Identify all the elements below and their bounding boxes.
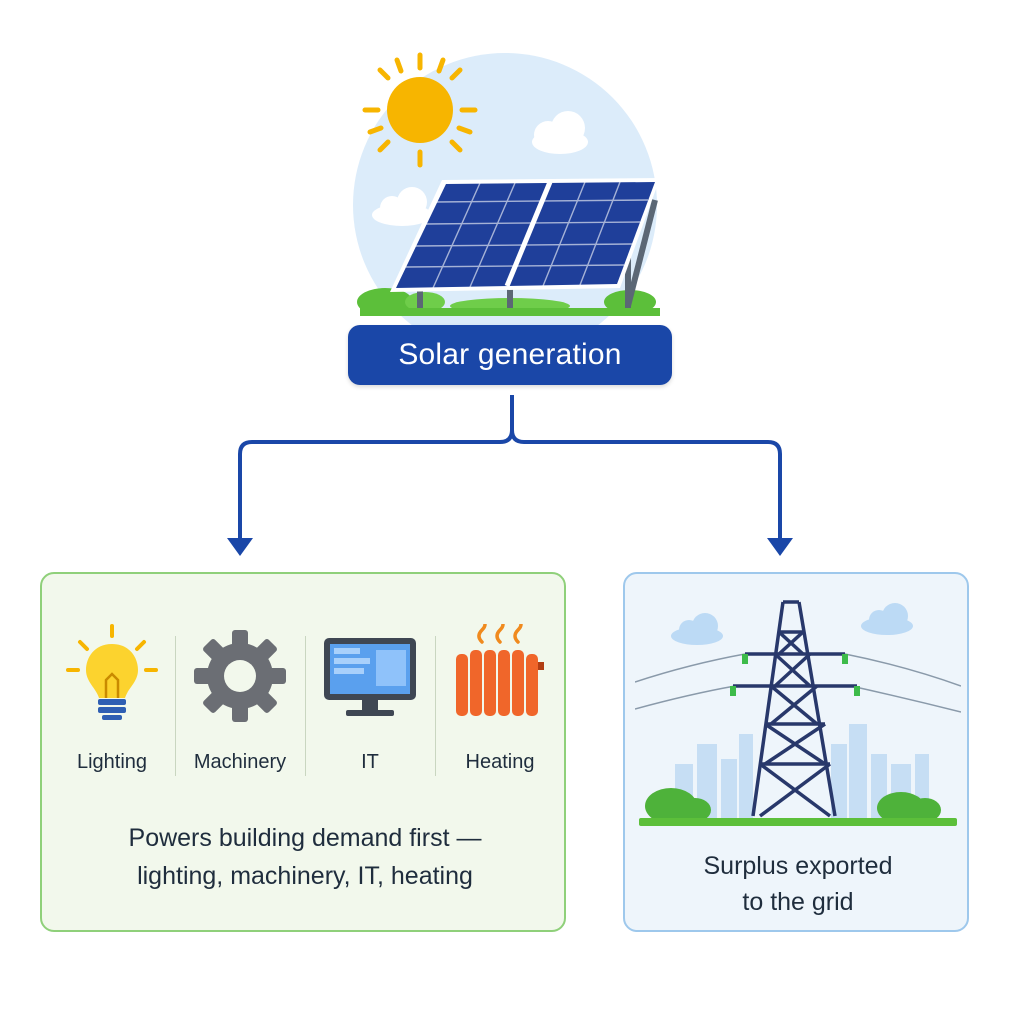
load-it: IT [305, 614, 435, 784]
pylon [733, 600, 857, 818]
divider [175, 636, 176, 776]
cloud-icon [372, 187, 432, 226]
building-demand-line-2: lighting, machinery, IT, heating [137, 862, 473, 890]
arrowhead-building [227, 538, 253, 556]
cloud-icon [861, 603, 913, 635]
lightbulb-icon [66, 624, 158, 720]
bushes [645, 788, 941, 824]
solar-generation-label: Solar generation [348, 325, 672, 385]
divider [435, 636, 436, 776]
computer-monitor-icon [324, 638, 416, 716]
load-label-it: IT [361, 751, 379, 773]
load-label-lighting: Lighting [76, 751, 148, 773]
gear-icon [194, 630, 286, 722]
grid-export-line-1: Surplus exported [703, 852, 893, 880]
connector-to-grid [510, 429, 782, 540]
load-label-heating: Heating [465, 751, 535, 773]
transmission-tower-icon [635, 600, 961, 826]
solar-panel-icon [390, 178, 660, 292]
building-demand-line-1: Powers building demand first — [128, 824, 482, 852]
load-heating: Heating [435, 614, 565, 784]
building-demand-description: Powers building demand first — lighting,… [62, 819, 548, 895]
connector-to-building [238, 395, 514, 540]
sun-icon [362, 52, 478, 168]
grid-export-description: Surplus exported to the grid [635, 848, 961, 920]
load-machinery: Machinery [175, 614, 305, 784]
radiator-icon [456, 624, 544, 716]
arrowhead-grid [767, 538, 793, 556]
solar-hero-illustration [353, 52, 660, 330]
grid-export-line-2: to the grid [742, 888, 854, 916]
cloud-icon [532, 111, 588, 154]
grid-export-card: Surplus exported to the grid [623, 572, 969, 932]
load-lighting: Lighting [47, 614, 177, 784]
cloud-icon [671, 613, 723, 645]
divider [305, 636, 306, 776]
load-label-machinery: Machinery [193, 751, 287, 773]
building-demand-card: Lighting Machinery [40, 572, 566, 932]
